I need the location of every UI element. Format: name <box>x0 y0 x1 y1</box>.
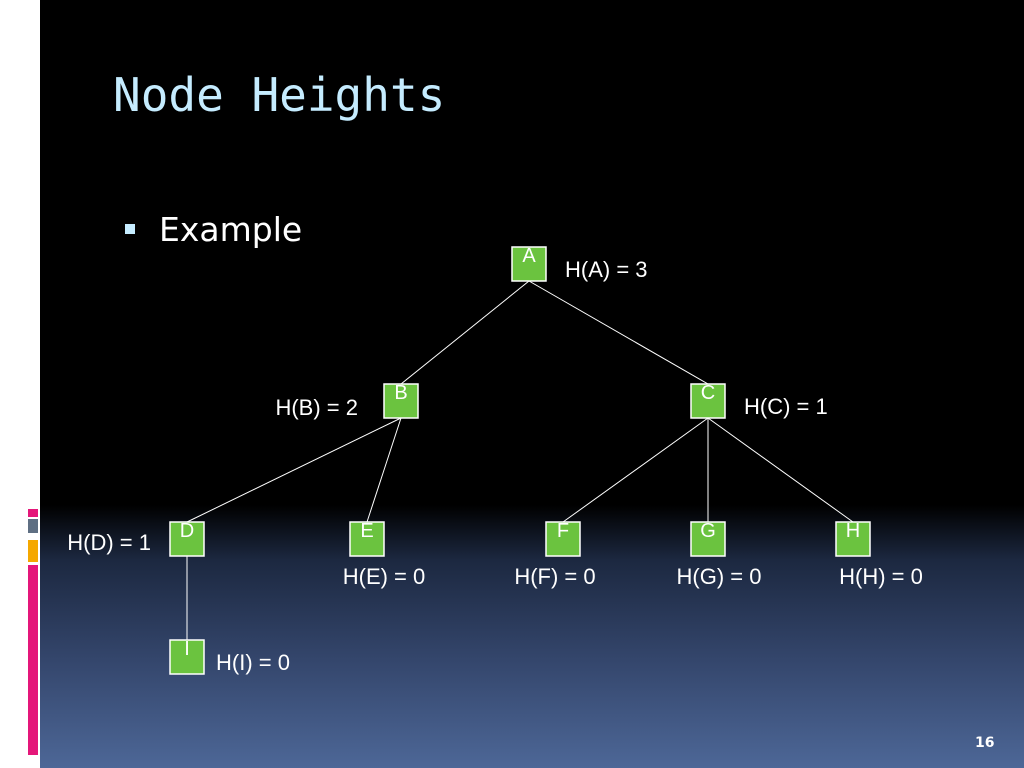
edge-B-D <box>186 417 402 523</box>
node-box-I <box>169 639 205 675</box>
page-number: 16 <box>975 735 995 751</box>
node-label-G: G <box>700 520 716 542</box>
accent-bar-magenta-top <box>28 509 38 517</box>
edge-A-C <box>528 280 709 385</box>
height-label-B: H(B) = 2 <box>275 395 358 420</box>
height-label-F: H(F) = 0 <box>514 564 595 589</box>
edge-B-E <box>366 417 402 523</box>
accent-bar-slate <box>28 519 38 533</box>
node-label-E: E <box>360 520 373 542</box>
node-label-A: A <box>522 245 536 267</box>
height-label-C: H(C) = 1 <box>744 394 828 419</box>
height-labels: H(A) = 3 H(B) = 2 H(C) = 1 H(D) = 1 H(E) = 0… <box>67 257 923 675</box>
node-G: G <box>690 520 726 557</box>
accent-bars <box>28 509 38 755</box>
node-label-B: B <box>394 382 407 404</box>
tree-edges <box>186 280 854 640</box>
node-C: C <box>690 382 726 419</box>
bullet-icon <box>125 224 135 234</box>
node-B: B <box>383 382 419 419</box>
height-label-H: H(H) = 0 <box>839 564 923 589</box>
edge-C-H <box>707 417 854 523</box>
node-H: H <box>835 520 871 557</box>
node-label-D: D <box>180 520 194 542</box>
node-box-C <box>690 383 726 419</box>
node-box-G <box>690 521 726 557</box>
node-E: E <box>349 520 385 557</box>
height-label-I: H(I) = 0 <box>216 650 290 675</box>
height-label-A: H(A) = 3 <box>565 257 648 282</box>
node-box-D <box>169 521 205 557</box>
bullet-text: Example <box>159 210 303 249</box>
tree-nodes: A B C D E F G H I <box>169 245 871 675</box>
edge-C-F <box>562 417 709 523</box>
node-F: F <box>545 520 581 557</box>
height-label-E: H(E) = 0 <box>343 564 426 589</box>
height-label-G: H(G) = 0 <box>677 564 762 589</box>
edge-A-B <box>400 280 530 385</box>
node-box-H <box>835 521 871 557</box>
node-label-H: H <box>846 520 860 542</box>
node-D: D <box>169 520 205 557</box>
node-box-E <box>349 521 385 557</box>
node-I: I <box>169 638 205 675</box>
node-box-F <box>545 521 581 557</box>
node-box-A <box>511 246 547 282</box>
node-label-I: I <box>184 638 190 660</box>
node-label-C: C <box>701 382 715 404</box>
node-label-F: F <box>557 520 569 542</box>
accent-bar-white <box>28 533 38 539</box>
accent-bar-orange <box>28 540 38 562</box>
slide-title: Node Heights <box>113 68 446 122</box>
height-label-D: H(D) = 1 <box>67 530 151 555</box>
accent-bar-magenta-long <box>28 565 38 755</box>
node-A: A <box>511 245 547 282</box>
node-box-B <box>383 383 419 419</box>
